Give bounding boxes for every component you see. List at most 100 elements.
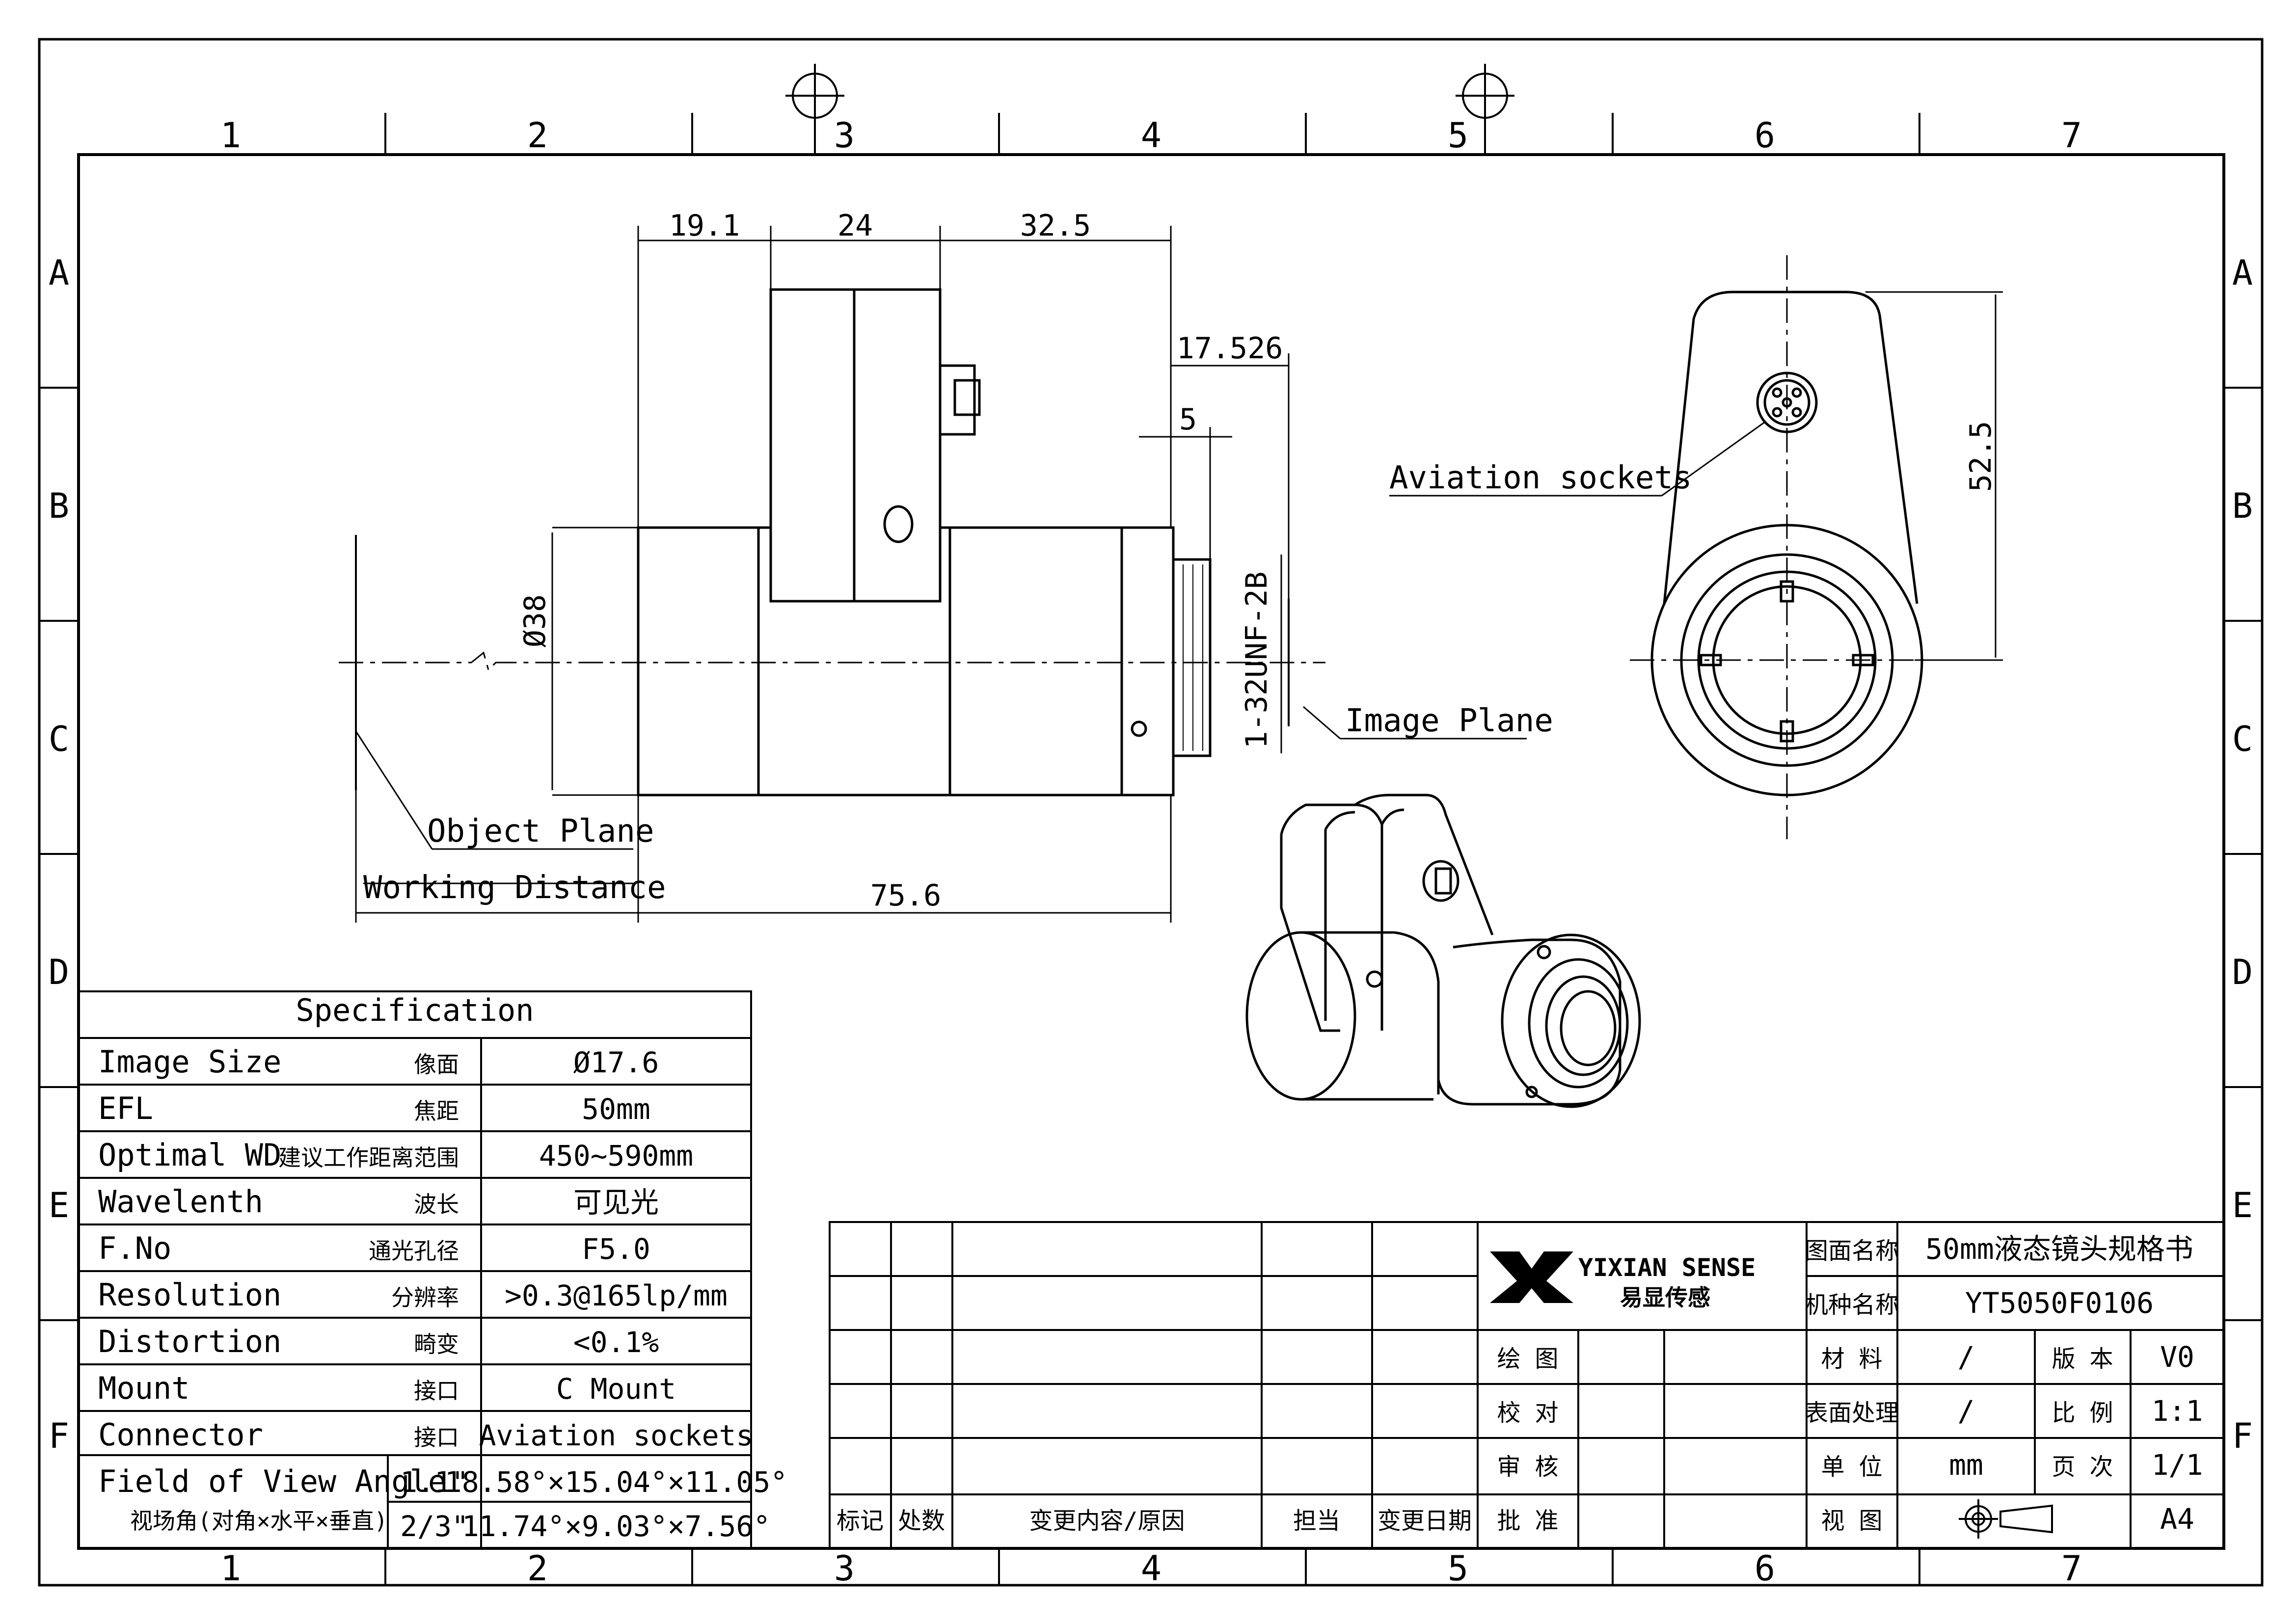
zone-col-3-bottom: 3 — [834, 1548, 855, 1589]
spec-fov-size-1: 1.1" — [400, 1465, 469, 1499]
yixian-logo: YIXIAN SENSE 易显传感 — [1490, 1251, 1756, 1311]
rev-header-date: 变更日期 — [1378, 1507, 1472, 1535]
dim-17-526: 17.526 — [1177, 331, 1283, 366]
zone-col-5: 5 — [1448, 115, 1468, 156]
rev-header-content: 变更内容/原因 — [1029, 1507, 1185, 1535]
spec-row-value: Ø17.6 — [573, 1046, 659, 1079]
version-value: V0 — [2160, 1340, 2194, 1374]
surface-label: 表面处理 — [1805, 1399, 1899, 1427]
lens-isometric-view — [1245, 794, 1641, 1108]
spec-fov-value-2: 11.74°×9.03°×7.56° — [462, 1510, 771, 1543]
zone-col-1: 1 — [220, 115, 241, 156]
x-logo-icon — [1490, 1251, 1573, 1303]
zone-row-a: A — [49, 253, 69, 293]
planes — [355, 535, 1290, 790]
zone-col-3: 3 — [834, 115, 855, 156]
zone-col-4-bottom: 4 — [1141, 1548, 1162, 1589]
material-value: / — [1958, 1340, 1975, 1374]
spec-row-label: EFL — [98, 1090, 153, 1126]
centering-marks — [785, 64, 1514, 155]
sign-review: 审 核 — [1497, 1453, 1559, 1481]
zone-col-1-bottom: 1 — [220, 1548, 241, 1589]
zone-ticks — [39, 113, 2262, 1585]
title-block — [829, 1221, 2225, 1549]
spec-row-value: 450~590mm — [539, 1139, 693, 1172]
spec-row-label: Image Size — [98, 1044, 281, 1080]
version-label: 版 本 — [2052, 1345, 2113, 1373]
zone-row-c: C — [49, 719, 69, 759]
spec-row-value: 可见光 — [573, 1186, 659, 1219]
spec-row-value: Aviation sockets — [479, 1419, 754, 1452]
sign-draw: 绘 图 — [1497, 1345, 1559, 1373]
spec-fov-cn: 视场角(对角×水平×垂直) — [130, 1508, 388, 1534]
spec-row-label-cn: 分辨率 — [391, 1284, 459, 1311]
zone-col-7-bottom: 7 — [2061, 1548, 2082, 1589]
spec-row-label-cn: 通光孔径 — [369, 1238, 459, 1264]
spec-row-label: Connector — [98, 1417, 263, 1453]
spec-row-value: 50mm — [582, 1092, 650, 1126]
dim-75-6: 75.6 — [870, 878, 942, 913]
dim-19-1: 19.1 — [669, 209, 740, 243]
outer-border — [38, 38, 2264, 1587]
zone-row-d-right: D — [2232, 952, 2253, 992]
dimension-lines — [355, 226, 1527, 923]
scale-value: 1:1 — [2152, 1394, 2203, 1428]
zone-col-6: 6 — [1755, 115, 1775, 156]
label-object-plane: Object Plane — [427, 813, 654, 850]
spec-row-label-cn: 像面 — [414, 1051, 459, 1078]
rev-header-count: 处数 — [898, 1507, 945, 1535]
zone-col-4: 4 — [1141, 115, 1162, 156]
label-aviation-sockets: Aviation sockets — [1389, 460, 1692, 496]
spec-row-value: F5.0 — [582, 1232, 650, 1266]
zone-row-f: F — [49, 1416, 69, 1456]
material-label: 材 料 — [1821, 1345, 1883, 1373]
projection-symbol-icon — [1959, 1499, 2053, 1539]
optical-axis — [339, 651, 1325, 671]
spec-row-label: Mount — [98, 1370, 190, 1406]
spec-row-label: Resolution — [98, 1277, 281, 1313]
dim-24: 24 — [837, 209, 873, 243]
rev-header-mark: 标记 — [837, 1507, 884, 1535]
logo-text-cn: 易显传感 — [1620, 1284, 1710, 1311]
spec-title: Specification — [296, 992, 534, 1028]
drawing-name-label: 图面名称 — [1805, 1237, 1899, 1265]
page-label: 页 次 — [2052, 1453, 2113, 1481]
spec-row-label: F.No — [98, 1230, 171, 1266]
spec-row-label-cn: 畸变 — [414, 1331, 459, 1357]
spec-row-label-cn: 焦距 — [414, 1098, 459, 1124]
zone-row-c-right: C — [2232, 719, 2253, 759]
unit-value: mm — [1949, 1448, 1983, 1482]
surface-value: / — [1958, 1394, 1975, 1428]
zone-row-e: E — [49, 1185, 69, 1225]
spec-row-label: Wavelenth — [98, 1184, 263, 1220]
zone-row-b: B — [49, 486, 69, 526]
label-working-distance: Working Distance — [363, 870, 666, 906]
sign-approve: 批 准 — [1497, 1507, 1559, 1535]
dim-thread: 1-32UNF-2B — [1240, 571, 1274, 748]
spec-row-label-cn: 接口 — [414, 1424, 459, 1451]
zone-row-d: D — [49, 952, 69, 992]
scale-label: 比 例 — [2052, 1399, 2113, 1427]
spec-row-label: Distortion — [98, 1324, 281, 1359]
spec-fov-en: Field of View Angle — [98, 1463, 446, 1499]
lens-side-view — [637, 288, 1212, 797]
spec-row-value: C Mount — [556, 1372, 676, 1406]
model-number: YT5050F0106 — [1965, 1286, 2154, 1320]
zone-col-2: 2 — [527, 115, 548, 156]
zone-row-f-right: F — [2232, 1416, 2253, 1456]
view-label: 视 图 — [1821, 1507, 1883, 1535]
model-label: 机种名称 — [1805, 1291, 1899, 1319]
logo-text-en: YIXIAN SENSE — [1578, 1253, 1756, 1282]
spec-row-value: <0.1% — [573, 1326, 659, 1359]
spec-row-label-cn: 波长 — [414, 1191, 459, 1218]
dim-5: 5 — [1179, 402, 1197, 437]
unit-label: 单 位 — [1821, 1453, 1883, 1481]
dim-diameter-38: Ø38 — [518, 594, 552, 647]
zone-col-5-bottom: 5 — [1448, 1548, 1468, 1589]
sheet-size: A4 — [2160, 1502, 2194, 1536]
drawing-name: 50mm液态镜头规格书 — [1925, 1232, 2193, 1266]
spec-row-label: Optimal WD — [98, 1137, 281, 1173]
label-image-plane: Image Plane — [1345, 703, 1553, 739]
page-value: 1/1 — [2152, 1448, 2203, 1482]
zone-col-6-bottom: 6 — [1755, 1548, 1775, 1589]
